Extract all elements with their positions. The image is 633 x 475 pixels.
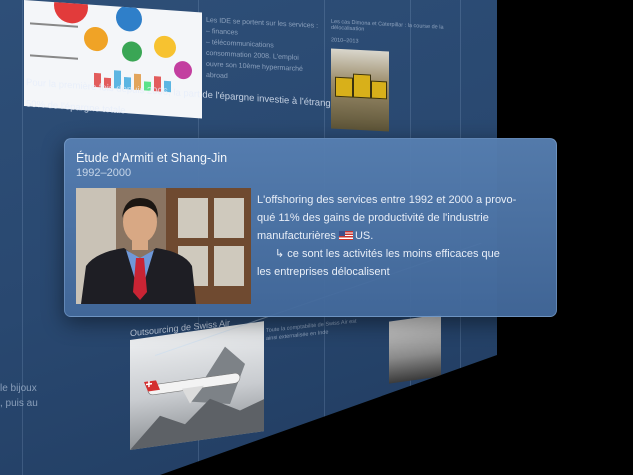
chart-circle-green [122, 40, 142, 63]
mine-year: 2010–2013 [331, 37, 359, 45]
mining-trucks-thumbnail[interactable] [331, 48, 389, 132]
card-years: 1992–2000 [76, 167, 132, 179]
swissair-plane-thumbnail[interactable] [130, 321, 264, 450]
card-text-segment: manufacturières [257, 230, 336, 242]
card-text-line: L'offshoring des services entre 1992 et … [257, 194, 517, 206]
timeline-tick: 2010 [321, 419, 339, 432]
card-text-segment: US. [354, 230, 374, 242]
card-subpoint-text: ce sont les activités les moins efficace… [287, 248, 500, 260]
timeline-tick: 2005 [267, 437, 285, 450]
card-text-line3: manufacturières US. [257, 227, 527, 245]
truck-shape [335, 76, 353, 98]
card-text-line: qué 11% des gains de productivité de l'i… [257, 212, 489, 224]
card-title: Étude d'Armiti et Shang-Jin [76, 151, 228, 165]
ide-text-block: Les IDE se portent sur les services : – … [206, 15, 324, 87]
bijoux-text-line2: , puis au [0, 398, 38, 409]
timeline-tick: 2015 [365, 404, 383, 417]
bijoux-text-line1: le bijoux [0, 383, 37, 394]
grid-line [22, 0, 23, 475]
infographic-text-block [30, 22, 78, 60]
card-subpoint: ↳ ce sont les activités les moins effica… [257, 245, 527, 263]
truck-shape [371, 80, 387, 100]
swissair-desc: Toute la comptabilité de Swiss Air est a… [266, 318, 357, 343]
timeline-tick: 2000 [199, 459, 217, 472]
mine-title: Les cas Dimona et Caterpillar : la cours… [331, 18, 444, 33]
chart-circle-orange [84, 26, 108, 52]
truck-shape [353, 73, 371, 99]
focused-event-card[interactable]: Étude d'Armiti et Shang-Jin 1992–2000 L'… [64, 138, 557, 317]
plane-icon [130, 346, 264, 450]
card-description: L'offshoring des services entre 1992 et … [257, 191, 527, 281]
chart-circle-blue [116, 4, 142, 33]
us-flag-icon [338, 231, 353, 240]
fire-scene-thumbnail[interactable] [389, 314, 441, 384]
person-image [76, 188, 251, 304]
card-text-line: les entreprises délocalisent [257, 266, 390, 278]
chart-circle-yellow [154, 35, 176, 59]
timeline-tick: 2020 [401, 391, 419, 404]
arrow-return-icon: ↳ [275, 248, 285, 260]
chart-circle-red [54, 0, 88, 25]
portrait-photo [76, 188, 251, 304]
